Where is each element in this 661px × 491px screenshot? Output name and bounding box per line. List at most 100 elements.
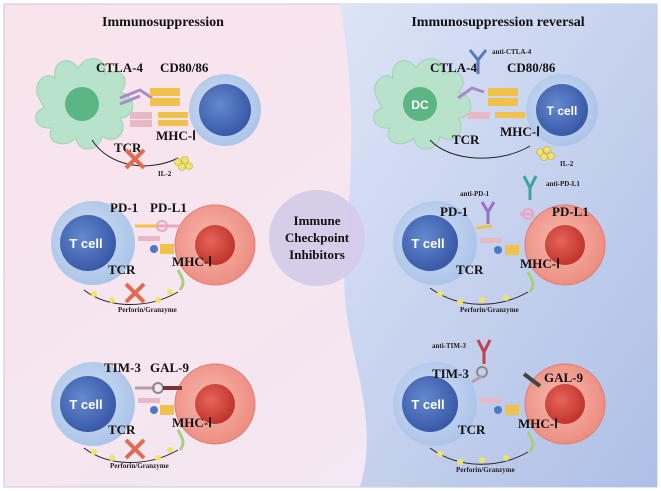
right-title: Immunosuppression reversal — [411, 15, 584, 30]
label-mhc1-left-2: MHC-Ⅰ — [172, 254, 212, 269]
right-row3-tim3: T cell anti-TIM-3 TIM-3 GAL-9 MHC-Ⅰ TCR … — [393, 339, 606, 474]
label-cd8086-left: CD80/86 — [160, 60, 209, 75]
label-tim3-right: TIM-3 — [432, 366, 469, 381]
granules — [437, 291, 509, 305]
label-mhc1-right-2: MHC-Ⅰ — [520, 256, 560, 271]
tcr-block — [160, 244, 174, 254]
tcr-block — [505, 405, 519, 415]
mhc-bar — [480, 238, 502, 243]
anti-ctla4-antibody-icon — [468, 49, 488, 74]
arrow-path — [429, 139, 531, 159]
right-row1-ctla4: DC T cell anti-CTLA-4 CTLA-4 CD80/86 MHC… — [373, 48, 598, 168]
center-line-3: Inhibitors — [289, 247, 345, 262]
label-tcr-right-1: TCR — [452, 132, 480, 147]
label-anti-pd1: anti-PD-1 — [460, 190, 490, 198]
label-mhc1-right-3: MHC-Ⅰ — [518, 416, 558, 431]
label-pd1-left: PD-1 — [110, 200, 138, 215]
label-gal9-left: GAL-9 — [150, 360, 190, 375]
dc-nucleus — [403, 87, 437, 121]
label-anti-ctla4: anti-CTLA-4 — [492, 48, 532, 56]
granules — [437, 451, 509, 465]
anti-tim3-antibody-icon — [476, 339, 492, 364]
tcr-bar-2 — [158, 120, 188, 126]
label-anti-tim3: anti-TIM-3 — [432, 342, 466, 350]
label-tim3-left: TIM-3 — [104, 360, 141, 375]
tumor-nucleus — [545, 384, 585, 424]
left-row3-tim3: T cell TIM-3 GAL-9 MHC-Ⅰ TCR Perforin/Gr… — [51, 360, 256, 470]
label-ctla4-left: CTLA-4 — [96, 60, 143, 75]
tcell-nucleus — [536, 84, 588, 136]
gal9-ligand — [522, 372, 542, 388]
label-perforin-left-2: Perforin/Granzyme — [110, 462, 169, 470]
label-cd8086-right: CD80/86 — [507, 60, 556, 75]
mhc-bar — [468, 112, 490, 119]
cd86-ligand — [488, 98, 518, 106]
cd86-ligand — [150, 98, 180, 106]
label-anti-pdl1: anti-PD-L1 — [546, 180, 580, 188]
label-mhc1-right-1: MHC-Ⅰ — [500, 124, 540, 139]
il2-granules — [536, 146, 555, 161]
antigen-dot — [494, 406, 502, 414]
label-tcr-left-3: TCR — [108, 422, 136, 437]
right-row2-pd1: T cell anti-PD-1 anti-PD-L1 PD-1 PD-L1 M… — [393, 175, 606, 314]
tcr-bar — [495, 112, 525, 118]
center-line-2: Checkpoint — [285, 230, 350, 245]
tcell-label: T cell — [69, 236, 102, 251]
label-perforin-right-2: Perforin/Granzyme — [456, 466, 515, 474]
tumor-nucleus — [195, 384, 235, 424]
tim3-receptor — [471, 374, 483, 384]
label-tcr-right-2: TCR — [456, 262, 484, 277]
label-pdl1-right: PD-L1 — [552, 204, 589, 219]
block-x-icon — [124, 438, 146, 460]
label-pd1-right: PD-1 — [440, 204, 468, 219]
left-row2-pd1: T cell PD-1 PD-L1 MHC-Ⅰ TCR Perforin/Gra… — [51, 200, 256, 314]
tumor-nucleus — [195, 225, 235, 265]
granules — [91, 447, 173, 461]
target-receptor — [526, 271, 535, 293]
ctla4-receptor — [119, 88, 153, 106]
left-row1-ctla4: CTLA-4 CD80/86 MHC-Ⅰ TCR IL-2 — [35, 58, 261, 178]
label-pdl1-left: PD-L1 — [150, 200, 187, 215]
tcr-block — [160, 405, 174, 415]
label-perforin-left-1: Perforin/Granzyme — [118, 306, 177, 314]
dc-label: DC — [411, 98, 429, 112]
tcell-nucleus — [60, 376, 116, 432]
label-ctla4-right: CTLA-4 — [430, 60, 477, 75]
mhc-bar — [138, 236, 160, 241]
tcell-nucleus — [402, 376, 458, 432]
tcell-label: T cell — [411, 236, 444, 251]
block-x-icon — [124, 282, 146, 304]
target-receptor — [526, 431, 535, 453]
anti-pdl1-antibody-icon — [522, 175, 538, 200]
tcr-block — [505, 245, 519, 255]
left-title: Immunosuppression — [102, 15, 224, 30]
center-checkpoint-badge: Immune Checkpoint Inhibitors — [269, 190, 365, 286]
mhc-bar — [480, 398, 502, 403]
label-perforin-right-1: Perforin/Granzyme — [460, 306, 519, 314]
target-receptor — [176, 269, 185, 291]
mhc-bar — [130, 112, 152, 119]
block-x-icon — [124, 148, 146, 170]
tcell-label: T cell — [547, 104, 578, 118]
granules — [91, 289, 173, 303]
antigen-dot — [150, 245, 158, 253]
pd1-receptor — [475, 224, 493, 230]
label-il2-right: IL-2 — [560, 160, 574, 168]
label-tcr-right-3: TCR — [458, 422, 486, 437]
target-receptor — [176, 429, 185, 451]
tcr-bar — [158, 112, 188, 118]
dc-nucleus — [65, 87, 99, 121]
tcell-nucleus — [60, 215, 116, 271]
tcell-label: T cell — [69, 397, 102, 412]
label-tcr-left-2: TCR — [108, 262, 136, 277]
label-mhc1-left-1: MHC-Ⅰ — [156, 128, 196, 143]
mhc-bar — [138, 398, 160, 403]
tcell-nucleus — [199, 84, 251, 136]
anti-pd1-antibody-icon — [480, 201, 496, 224]
label-mhc1-left-3: MHC-Ⅰ — [172, 415, 212, 430]
mhc-bar-2 — [130, 120, 152, 127]
cd80-ligand — [488, 88, 518, 96]
label-gal9-right: GAL-9 — [544, 370, 584, 385]
label-tcr-left-1: TCR — [114, 140, 142, 155]
